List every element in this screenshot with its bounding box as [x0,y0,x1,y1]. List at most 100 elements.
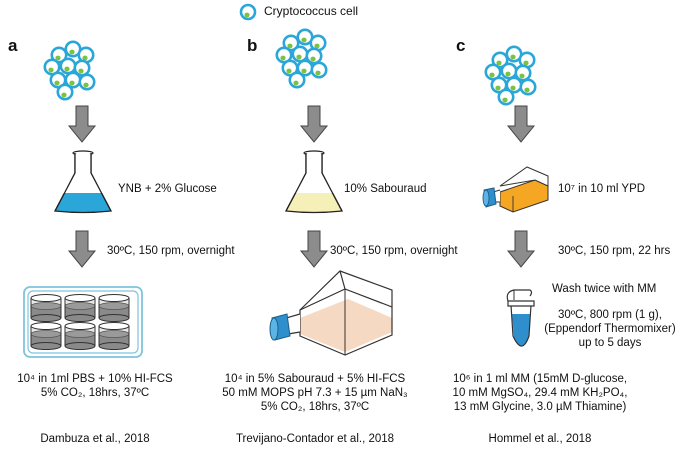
cell-ring [519,78,537,96]
flask-cap-face [269,317,279,341]
tube-body [510,304,532,347]
panel-b-culture-flask [269,270,393,356]
panel-a-reference: Dambuza et al., 2018 [40,433,150,445]
cell-nucleus [48,67,54,73]
cell-nucleus [82,55,88,61]
cell-nucleus [314,43,320,49]
tube-liquid [512,314,530,346]
well-bottom [98,314,130,322]
plate-well [30,294,62,322]
cryptococcus-cell [50,46,68,64]
well-bottom [30,314,62,322]
panel-c-eppendorf-tube [506,289,535,347]
well-rim [98,322,130,330]
cell-nucleus [69,49,75,55]
panel-b-medium: 10% Sabouraud [344,183,427,195]
panel-b-condition-3: 5% CO₂, 18hrs, 37ºC [260,401,370,413]
panel-c-arrow-2 [506,230,536,268]
panel-c-thermomixer-3: up to 5 days [578,337,642,349]
panel-a-ynb-flask [53,150,113,214]
cell-ring [78,73,96,91]
plate-well [64,294,96,322]
flask-top [499,166,549,187]
cell-nucleus [310,56,316,62]
plate-inner [27,290,139,354]
cell-nucleus [64,66,70,72]
cell-nucleus [78,68,84,74]
well-bottom [64,314,96,322]
well-bottom [30,342,62,350]
cell-nucleus [55,55,61,61]
panel-b-cell-cluster [275,28,328,89]
plate-well [30,322,62,350]
cell-nucleus [505,71,511,77]
cell-nucleus [61,92,67,98]
flask-top [299,270,393,311]
cryptococcus-cell [500,62,518,80]
cell-nucleus [495,85,501,91]
cell-ring [56,83,74,101]
cell-ring [310,61,328,79]
panel-c-incubation: 30ºC, 150 rpm, 22 hrs [558,245,671,257]
panel-c-medium: 10⁷ in 10 ml YPD [558,183,646,195]
panel-c-culture-flask [482,166,549,213]
panel-a-cell-cluster [43,40,96,101]
cell-nucleus [280,55,286,61]
panel-b-condition-1: 10⁴ in 5% Sabouraud + 5% HI-FCS [224,373,406,385]
panel-c-condition-2: 10 mM MgSO₄, 29.4 mM KH₂PO₄, [452,387,628,399]
plate-well [64,322,96,350]
panel-letter-b: b [247,36,258,55]
panel-a-incubation: 30ºC, 150 rpm, overnight [107,245,235,257]
cell-nucleus [523,60,529,66]
plate-well [98,294,130,322]
panel-b-reference: Trevijano-Contador et al., 2018 [235,433,395,445]
well-liquid-surface [64,330,96,338]
flask-medium [300,299,392,352]
panel-c-wash: Wash twice with MM [552,283,657,295]
cryptococcus-cell [59,57,77,75]
panel-b-incubation: 30ºC, 150 rpm, overnight [330,245,458,257]
panel-b-condition-2: 50 mM MOPS pH 7.3 + 15 µm NaN₃ [222,387,408,399]
cryptococcus-cell [519,78,537,96]
tube-lid [506,289,533,302]
cell-nucleus [54,80,60,86]
panel-c-thermomixer-1: 30ºC, 800 rpm (1 g), [558,309,662,321]
cryptococcus-cell [305,47,323,65]
cryptococcus-cell [288,71,306,89]
panel-letter-a: a [8,36,18,55]
cell-nucleus [519,73,525,79]
cell-nucleus [510,54,516,60]
legend-label: Cryptococcus cell [264,4,359,18]
flask-headspace [63,154,103,193]
panel-a-condition-2: 5% CO₂, 18hrs, 37ºC [40,387,150,399]
panel-b-arrow-1 [299,105,329,143]
cell-nucleus [524,87,530,93]
cell-nucleus [244,12,250,18]
flask-wall [54,153,112,212]
cryptococcus-cell [77,46,95,64]
cell-nucleus [287,43,293,49]
panel-c-arrow-1 [506,105,536,143]
cryptococcus-cell [296,59,314,77]
tube-rim [507,300,535,307]
cell-nucleus [69,80,75,86]
panel-a-condition-1: 10⁴ in 1ml PBS + 10% HI-FCS [17,373,173,385]
panel-c-reference: Hommel et al., 2018 [488,433,592,445]
well-liquid-surface [30,302,62,310]
plate-well [98,322,130,350]
panel-a-six-well-plate [23,286,143,358]
cell-ring [497,88,515,106]
panel-a-arrow-1 [67,105,97,143]
cell-ring [288,71,306,89]
cell-nucleus [83,82,89,88]
well-liquid-surface [98,330,130,338]
panel-a-medium: YNB + 2% Glucose [118,183,217,195]
cryptococcus-cell [310,61,328,79]
well-bottom [98,342,130,350]
panel-a-arrow-2 [67,230,97,268]
panel-c-condition-1: 10⁶ in 1 ml MM (15mM D-glucose, [452,373,628,385]
cell-nucleus [286,68,292,74]
cell-nucleus [502,97,508,103]
